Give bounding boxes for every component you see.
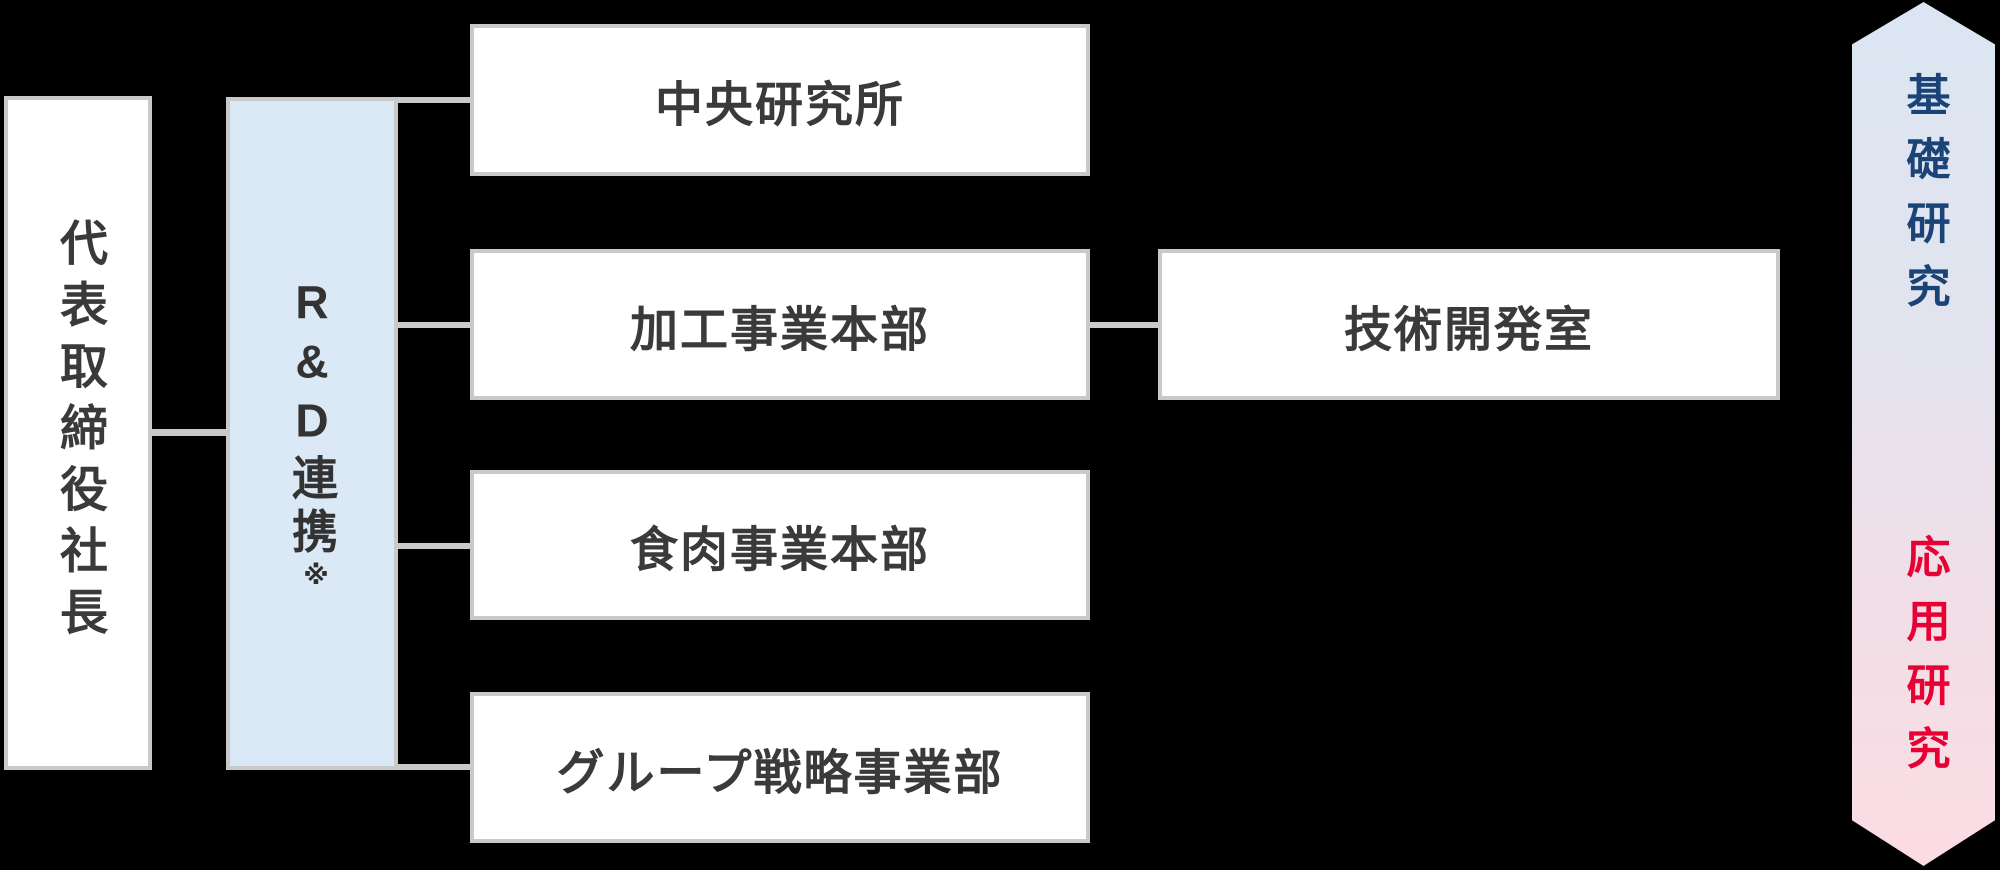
dept-label-processing: 加工事業本部: [629, 303, 930, 357]
dept-box-group-strategy: グループ戦略事業部: [470, 692, 1090, 843]
dept-box-meat: 食肉事業本部: [470, 470, 1090, 620]
rd-link-box: R&D連携※: [226, 97, 398, 770]
dept-box-processing: 加工事業本部: [470, 249, 1090, 400]
reference-mark: ※: [302, 560, 332, 591]
basic-research-label: 基礎研究: [1899, 72, 1949, 328]
tech-dev-label: 技術開発室: [1343, 303, 1594, 357]
connector-rd-processing: [398, 322, 470, 328]
bottom-page-strip: [0, 870, 2000, 880]
research-spectrum-arrow: 基礎研究 応用研究: [1852, 2, 1995, 866]
connector-rd-central-research: [398, 97, 470, 103]
dept-label-central-research: 中央研究所: [654, 79, 905, 132]
connector-rd-meat: [398, 543, 470, 549]
dept-label-meat: 食肉事業本部: [629, 524, 930, 577]
tech-dev-box: 技術開発室: [1158, 249, 1780, 400]
dept-box-central-research: 中央研究所: [470, 24, 1090, 176]
president-label: 代表取締役社長: [52, 217, 105, 649]
connector-president-rd: [152, 429, 226, 436]
dept-label-group-strategy: グループ戦略事業部: [556, 746, 1004, 800]
connector-processing-techdev: [1090, 322, 1158, 328]
rd-link-text: R&D連携: [286, 276, 338, 561]
rd-link-label: R&D連携※: [279, 276, 345, 591]
applied-research-label: 応用研究: [1899, 534, 1949, 790]
president-box: 代表取締役社長: [4, 96, 152, 770]
connector-rd-group-strategy: [398, 764, 470, 770]
